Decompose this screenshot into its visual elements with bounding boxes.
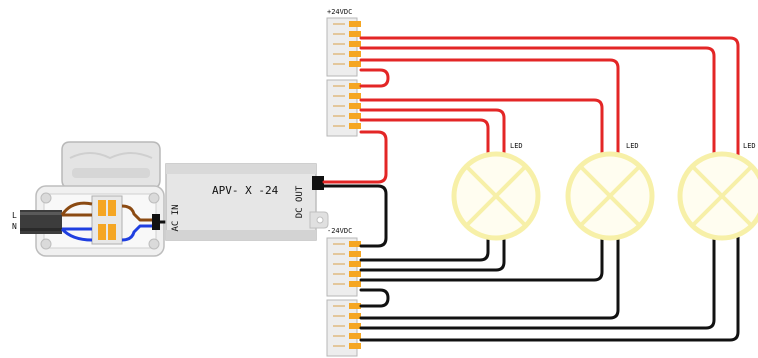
led-lamp-2: [565, 151, 655, 241]
driver-negative-wire: [322, 184, 388, 248]
driver-model: APV- X -24: [212, 184, 279, 197]
neutral-wire-to-driver: [121, 224, 152, 242]
mains-cable: [20, 201, 93, 242]
led-1-negative-wire-b: [359, 226, 506, 272]
dc-output-connector: [312, 176, 324, 190]
ac-in-label: AC IN: [171, 204, 181, 231]
junction-box-lid: [61, 141, 161, 189]
positive-terminal-block-bottom: [326, 79, 361, 137]
dc-out-label: DC OUT: [295, 185, 305, 218]
neutral-label: N: [12, 222, 17, 231]
led-1-negative-wire: [359, 226, 490, 262]
led-3-label: LED: [743, 142, 756, 150]
led-driver: [165, 163, 329, 241]
positive-terminal-block-top: [326, 17, 361, 77]
led-2-label: LED: [626, 142, 639, 150]
led-3-negative-wire-b: [359, 234, 740, 342]
inline-terminal-block: [91, 195, 123, 245]
led-2-negative-wire-b: [359, 234, 620, 320]
driver-positive-wire: [322, 130, 388, 184]
led-3-negative-wire: [359, 234, 716, 330]
negative-terminal-label: -24VDC: [327, 227, 352, 235]
led-1-positive-wire-b: [359, 108, 506, 170]
led-lamp-1: [451, 151, 541, 241]
led-3-positive-wire: [359, 46, 716, 162]
ac-input-connector: [152, 214, 160, 230]
led-2-negative-wire: [359, 234, 604, 282]
led-2-positive-wire-b: [359, 58, 620, 162]
junction-box: [35, 141, 165, 257]
led-1-positive-wire: [359, 118, 490, 170]
line-label: L: [12, 211, 17, 220]
led-lamp-3: [677, 151, 758, 241]
positive-jumper-loop: [359, 68, 390, 88]
led-2-positive-wire: [359, 98, 604, 162]
led-3-positive-wire-b: [359, 36, 740, 162]
negative-jumper-loop: [359, 288, 390, 308]
negative-terminal-block-bottom: [326, 299, 361, 357]
negative-terminal-block-top: [326, 237, 361, 297]
live-wire-to-driver: [121, 204, 152, 222]
led-1-label: LED: [510, 142, 523, 150]
positive-terminal-label: +24VDC: [327, 8, 352, 16]
